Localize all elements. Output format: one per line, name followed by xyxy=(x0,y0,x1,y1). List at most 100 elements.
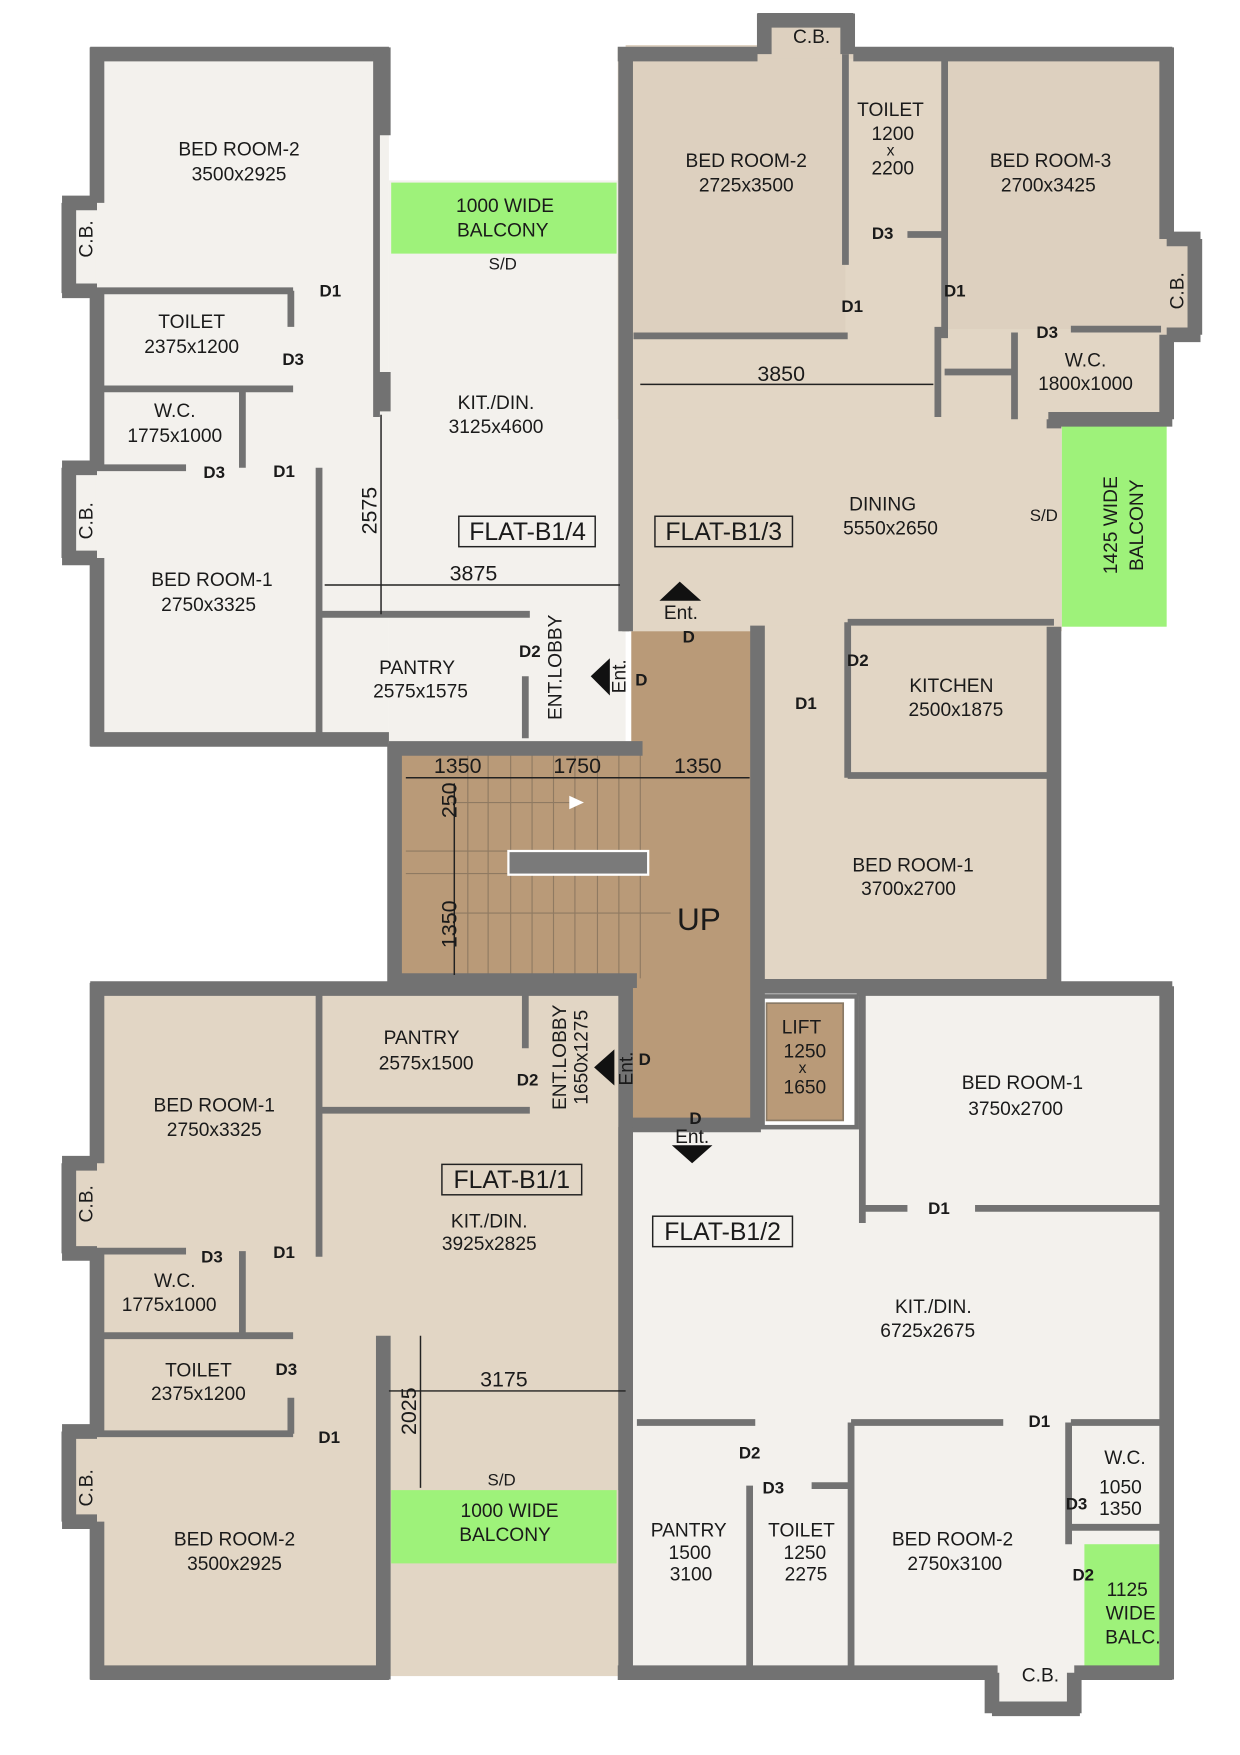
balcony-label: BALCONY xyxy=(1127,479,1148,571)
balcony-label: 1000 WIDE xyxy=(461,1501,559,1522)
dimension-label: 3875 xyxy=(450,561,498,585)
bedroom-1-size: 2750x3325 xyxy=(161,595,256,616)
cb-label: C.B. xyxy=(76,502,97,539)
cb-label: C.B. xyxy=(76,220,97,257)
cb-label: C.B. xyxy=(1168,272,1189,309)
door-label: D3 xyxy=(1066,1494,1088,1513)
balcony-label: BALCONY xyxy=(459,1525,551,1546)
toilet-size: 2200 xyxy=(871,159,914,180)
door-label: D1 xyxy=(795,694,817,713)
door-label: D3 xyxy=(203,463,225,482)
bedroom-2-label: BED ROOM-2 xyxy=(174,1529,295,1550)
door-label: D1 xyxy=(273,462,295,481)
flat-tag: FLAT-B1/4 xyxy=(469,519,586,546)
dimension-label: 2575 xyxy=(358,487,382,535)
door-label: D xyxy=(689,1109,701,1128)
entrance-lobby-label: ENT.LOBBY xyxy=(550,1004,571,1110)
kitchen-dining-label: KIT./DIN. xyxy=(458,393,535,414)
wc-label: W.C. xyxy=(1104,1448,1146,1469)
staircase xyxy=(405,755,671,979)
stair-core: 1350 1750 1350 250 1350 UP LIFT 1250 x 1… xyxy=(434,754,826,1098)
door-label: D3 xyxy=(762,1478,784,1497)
toilet-label: TOILET xyxy=(768,1520,835,1541)
wc-label: W.C. xyxy=(154,401,196,422)
entry-arrows xyxy=(590,581,713,1164)
flat-b1-2: D Ent. BED ROOM-1 3750x2700 D1 FLAT-B1/2… xyxy=(651,1073,1161,1687)
cb-label: C.B. xyxy=(76,1469,97,1506)
door-label: D3 xyxy=(1036,323,1058,342)
toilet-size: x xyxy=(887,143,895,160)
dimension-label: 2025 xyxy=(397,1387,421,1435)
pantry-size: 2575x1575 xyxy=(373,682,468,703)
pantry-size: 3100 xyxy=(670,1564,713,1585)
bedroom-1-label: BED ROOM-1 xyxy=(151,570,272,591)
wc-size: 1050 xyxy=(1099,1477,1142,1498)
dimension-label: 1350 xyxy=(674,754,722,778)
cb-label: C.B. xyxy=(793,27,830,48)
flat-b1-1: PANTRY 2575x1500 ENT.LOBBY 1650x1275 D2 … xyxy=(76,1004,650,1575)
bedroom-1-size: 3750x2700 xyxy=(968,1099,1063,1120)
toilet-size: 2275 xyxy=(785,1564,828,1585)
door-label: D1 xyxy=(1029,1412,1051,1431)
flat-tag: FLAT-B1/3 xyxy=(665,519,782,546)
toilet-size: 2375x1200 xyxy=(151,1384,246,1405)
entry-arrow-icon xyxy=(671,1145,713,1164)
toilet-size: 2375x1200 xyxy=(144,337,239,358)
wc-size: 1775x1000 xyxy=(122,1295,217,1316)
door-label: D2 xyxy=(847,651,869,670)
toilet-label: TOILET xyxy=(165,1360,232,1381)
door-label: D xyxy=(635,670,647,689)
kitchen-dining-size: 6725x2675 xyxy=(880,1321,975,1342)
entry-arrow-icon xyxy=(659,581,702,601)
door-label: D xyxy=(639,1050,651,1069)
door-label: D1 xyxy=(841,297,863,316)
bedroom-2-size: 2750x3100 xyxy=(907,1554,1002,1575)
bedroom-1-label: BED ROOM-1 xyxy=(852,855,973,876)
door-label: D3 xyxy=(282,350,304,369)
wc-size: 1775x1000 xyxy=(127,426,222,447)
wc-size: 1800x1000 xyxy=(1038,374,1133,395)
entry-label: Ent. xyxy=(664,603,698,624)
cb-label: C.B. xyxy=(1022,1666,1059,1687)
balconies xyxy=(391,182,1167,1674)
dining-size: 5550x2650 xyxy=(843,518,938,539)
lift-size: 1250 xyxy=(784,1041,827,1062)
kitchen-dining-label: KIT./DIN. xyxy=(895,1297,972,1318)
bedroom-2-label: BED ROOM-2 xyxy=(686,151,807,172)
kitchen-dining-size: 3925x2825 xyxy=(442,1234,537,1255)
door-label: D2 xyxy=(739,1444,761,1463)
flat-b1-4: BED ROOM-2 3500x2925 C.B. D1 TOILET 2375… xyxy=(76,140,647,720)
entrance-lobby-size: 1650x1275 xyxy=(571,1010,592,1105)
bedroom-1-size: 3700x2700 xyxy=(861,879,956,900)
bedroom-2-label: BED ROOM-2 xyxy=(178,140,299,161)
bedroom-1-size: 2750x3325 xyxy=(167,1120,262,1141)
entry-label: Ent. xyxy=(610,659,631,693)
wc-size: 1350 xyxy=(1099,1499,1142,1520)
sliding-door-label: S/D xyxy=(488,1471,516,1490)
dining-label: DINING xyxy=(849,495,916,516)
pantry-label: PANTRY xyxy=(379,658,455,679)
balcony-label: 1000 WIDE xyxy=(456,196,554,217)
door-label: D3 xyxy=(201,1247,223,1266)
flat-tag: FLAT-B1/2 xyxy=(664,1219,781,1246)
door-label: D1 xyxy=(273,1243,295,1262)
toilet-label: TOILET xyxy=(857,100,924,121)
pantry-size: 2575x1500 xyxy=(379,1054,474,1075)
dimension-label: 1750 xyxy=(553,754,601,778)
flat-tag: FLAT-B1/1 xyxy=(453,1167,570,1194)
lift-label: LIFT xyxy=(782,1018,822,1039)
balcony-label: BALC. xyxy=(1105,1627,1160,1648)
bedroom-1-label: BED ROOM-1 xyxy=(154,1095,275,1116)
dimension-label: 250 xyxy=(438,782,462,818)
bedroom-3-size: 2700x3425 xyxy=(1001,176,1096,197)
sliding-door-label: S/D xyxy=(1030,506,1058,525)
pantry-label: PANTRY xyxy=(651,1520,727,1541)
dimension-label: 1350 xyxy=(438,900,462,948)
dimension-lines xyxy=(324,383,934,1488)
bedroom-2-label: BED ROOM-2 xyxy=(892,1529,1013,1550)
toilet-size: 1250 xyxy=(784,1543,827,1564)
door-label: D1 xyxy=(318,1428,340,1447)
kitchen-size: 2500x1875 xyxy=(908,700,1003,721)
bedroom-2-size: 2725x3500 xyxy=(699,176,794,197)
